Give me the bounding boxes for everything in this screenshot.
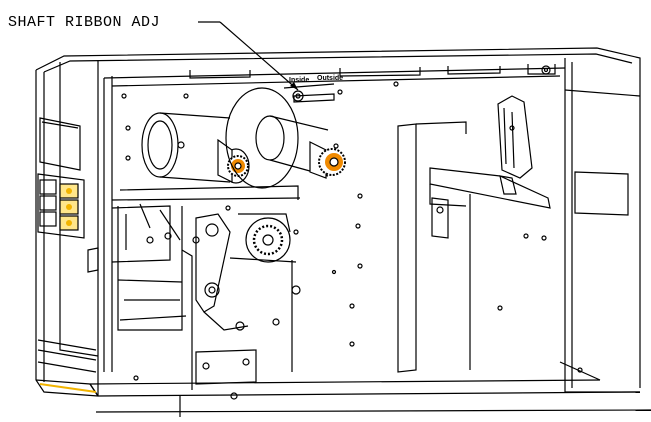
ribbon-rewind-spindle — [225, 87, 346, 189]
callout-leader — [198, 21, 299, 91]
print-head-assembly — [111, 185, 301, 390]
gear-icon — [245, 217, 291, 263]
ribbon-supply-spindle — [141, 112, 250, 184]
outside-label: Outside — [317, 75, 343, 82]
key-button[interactable] — [39, 211, 57, 227]
shaft-ribbon-adj-label: SHAFT RIBBON ADJ — [8, 14, 161, 31]
inside-label: Inside — [289, 77, 309, 84]
ribbon-adjust-slot: Inside Outside — [283, 75, 343, 103]
key-button[interactable] — [39, 195, 57, 211]
printer-frame — [35, 47, 651, 417]
gear-icon — [318, 148, 346, 176]
gear-icon — [227, 155, 249, 177]
media-guide — [397, 95, 551, 373]
mounting-holes — [121, 81, 583, 400]
key-button[interactable] — [39, 179, 57, 195]
control-panel — [35, 60, 99, 397]
